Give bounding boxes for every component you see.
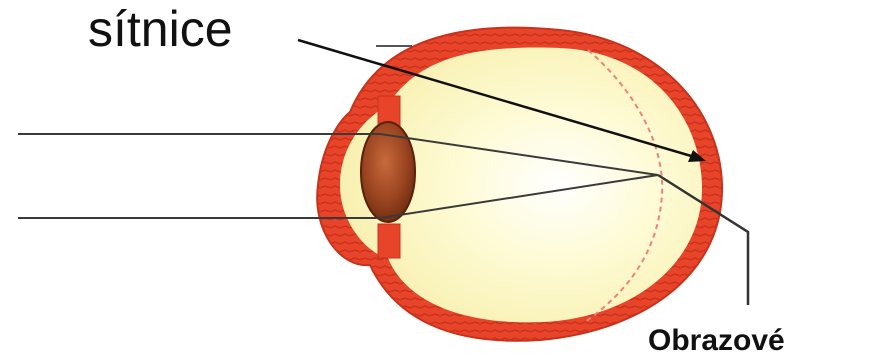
- retina-label: sítnice: [88, 4, 233, 54]
- iris-bottom: [378, 224, 400, 258]
